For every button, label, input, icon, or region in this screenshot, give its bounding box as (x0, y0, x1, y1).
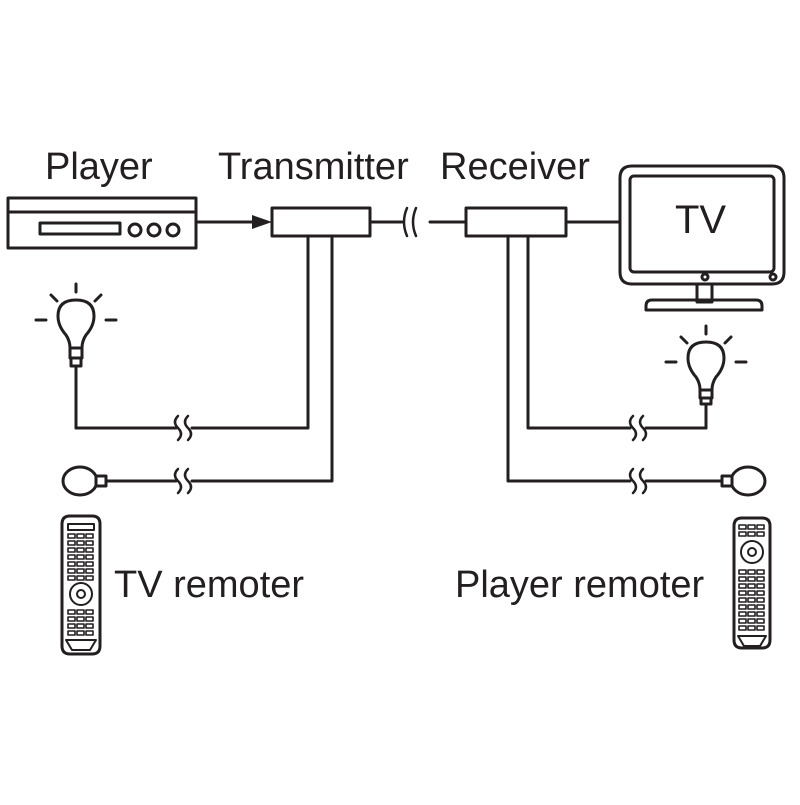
receiver-cables (506, 234, 724, 495)
transmitter-receiver-link (368, 206, 468, 238)
tv-icon (618, 164, 786, 312)
transmitter-label: Transmitter (218, 146, 409, 188)
remote-control-icon (732, 516, 772, 650)
transmitter-box (270, 206, 372, 238)
tv-label: TV (675, 198, 727, 242)
player-remoter-label: Player remoter (455, 564, 705, 606)
remote-control-icon (60, 514, 102, 656)
player-label: Player (45, 146, 153, 188)
lightbulb-icon (34, 282, 118, 430)
player-to-transmitter-arrow (194, 215, 272, 229)
lightbulb-icon (664, 324, 748, 406)
receiver-box (464, 206, 568, 238)
ir-eye-icon (61, 465, 108, 497)
ir-eye-icon (720, 465, 767, 497)
transmitter-cables (74, 234, 334, 495)
receiver-label: Receiver (440, 146, 590, 188)
dvd-player-icon (6, 196, 198, 250)
tv-remoter-label: TV remoter (114, 564, 305, 606)
